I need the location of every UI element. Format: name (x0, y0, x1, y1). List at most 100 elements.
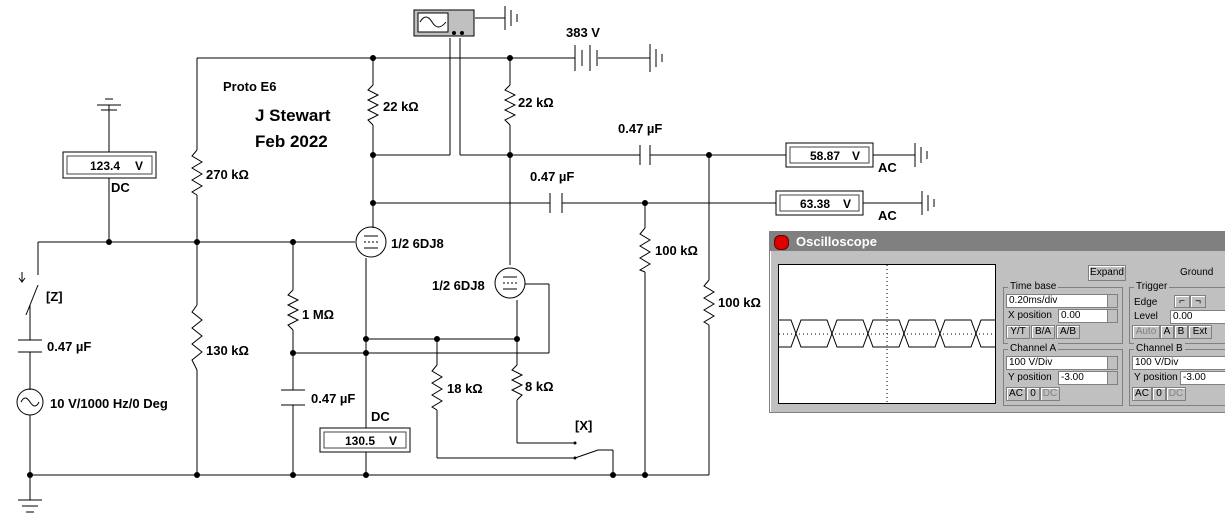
date-label: Feb 2022 (255, 132, 328, 151)
battery-symbol (570, 45, 598, 71)
resistor-r-load1 (638, 227, 651, 273)
timebase-label: Time base (1008, 281, 1059, 292)
resistor-r-cathode1 (431, 364, 443, 411)
r-bias-bot-label: 130 kΩ (206, 343, 249, 358)
meter-2-mode: AC (878, 160, 897, 175)
c-out2-label: 0.47 µF (530, 169, 574, 184)
capacitor-c-out2 (549, 193, 563, 213)
ground-meter1 (97, 98, 121, 111)
battery-label: 383 V (566, 25, 600, 40)
edge-falling-button[interactable]: ¬ (1190, 295, 1206, 308)
level-field[interactable]: 0.00 (1170, 310, 1225, 324)
meter-3[interactable]: 63.38 V (775, 190, 864, 216)
xpos-spinner[interactable] (1107, 309, 1118, 323)
channel-b-scale-field[interactable]: 100 V/Div (1132, 356, 1225, 370)
ac-source-symbol (16, 388, 44, 416)
ground-symbols (18, 6, 935, 513)
trace-a (779, 319, 995, 348)
channel-a-ypos-spinner[interactable] (1107, 371, 1118, 385)
ground-label: Ground (1180, 267, 1214, 278)
channel-b-ypos-label: Y position (1134, 372, 1178, 383)
timebase-spinner[interactable] (1107, 294, 1118, 308)
ac-source-label: 10 V/1000 Hz/0 Deg (50, 396, 168, 411)
oscilloscope-screen (778, 264, 996, 404)
oscilloscope-title-bar[interactable]: Oscilloscope (770, 232, 1225, 251)
channel-a-zero-button[interactable]: 0 (1026, 387, 1040, 401)
channel-a-ac-button[interactable]: AC (1006, 387, 1026, 401)
oscilloscope-app-icon (774, 235, 789, 250)
channel-a-scale-spinner[interactable] (1107, 356, 1118, 370)
capacitor-c-grid (281, 389, 305, 406)
resistor-r-plate2 (503, 84, 517, 126)
wires (25, 17, 922, 500)
channel-b-zero-button[interactable]: 0 (1152, 387, 1166, 401)
trace-b (779, 319, 995, 348)
meter-1[interactable]: 123.4 V (62, 151, 157, 179)
r-plate2-label: 22 kΩ (518, 95, 554, 110)
tube-1-symbol (355, 226, 387, 258)
expand-button[interactable]: Expand (1088, 265, 1126, 281)
oscilloscope-icon[interactable] (413, 9, 475, 37)
channel-b-ypos-field[interactable]: -3.00 (1180, 371, 1225, 385)
mode-ba-button[interactable]: B/A (1031, 325, 1055, 339)
channel-a-group: Channel A (1003, 343, 1123, 406)
channel-a-ypos-field[interactable]: -3.00 (1058, 371, 1110, 385)
trigger-a-button[interactable]: A (1160, 325, 1174, 339)
resistor-r-grid (286, 289, 300, 331)
channel-b-ac-button[interactable]: AC (1132, 387, 1152, 401)
junctions (27, 55, 712, 478)
meter-4[interactable]: 130.5 V (319, 427, 411, 453)
channel-b-label: Channel B (1134, 343, 1185, 354)
meter-2[interactable]: 58.87 V (785, 142, 874, 168)
meter-4-value: 130.5 (345, 434, 375, 448)
meter-3-unit: V (843, 197, 851, 211)
resistor-r-plate1 (366, 84, 380, 126)
capacitor-c-in (18, 339, 42, 353)
switch-z-label[interactable]: [Z] (46, 289, 63, 304)
r-cathode2-label: 8 kΩ (525, 379, 554, 394)
mode-ab-button[interactable]: A/B (1056, 325, 1080, 339)
resistor-r-bias-bot (191, 304, 203, 371)
channel-a-ypos-label: Y position (1008, 372, 1052, 383)
switch-x-symbol (573, 441, 577, 460)
tube-2-label: 1/2 6DJ8 (432, 278, 485, 293)
channel-a-label: Channel A (1008, 343, 1059, 354)
meter-3-mode: AC (878, 208, 897, 223)
edge-rising-button[interactable]: ⌐ (1174, 295, 1190, 308)
trigger-auto-button[interactable]: Auto (1132, 325, 1160, 339)
meter-3-value: 63.38 (800, 197, 830, 211)
meter-1-value: 123.4 (90, 159, 120, 173)
trigger-label: Trigger (1134, 281, 1170, 292)
c-in-label: 0.47 µF (47, 339, 91, 354)
ground-scope (504, 6, 518, 30)
r-plate1-label: 22 kΩ (383, 99, 419, 114)
ground-battery (649, 44, 663, 72)
switch-x-label[interactable]: [X] (575, 418, 592, 433)
trigger-b-button[interactable]: B (1174, 325, 1188, 339)
edge-label: Edge (1134, 297, 1158, 308)
timebase-group: Time base (1003, 281, 1123, 344)
ground-meter2 (914, 143, 928, 167)
meter-1-mode: DC (111, 180, 130, 195)
level-label: Level (1134, 311, 1158, 322)
meter-2-unit: V (852, 149, 860, 163)
mode-yt-button[interactable]: Y/T (1006, 325, 1030, 339)
channel-b-dc-button[interactable]: DC (1166, 387, 1186, 401)
r-load2-label: 100 kΩ (718, 295, 761, 310)
xpos-label: X position (1008, 310, 1052, 321)
oscilloscope-window[interactable]: Oscilloscope Expand Ground Time base 0.2… (769, 231, 1225, 413)
switch-z-symbol (18, 272, 26, 283)
meter-4-mode: DC (371, 409, 390, 424)
r-bias-top-label: 270 kΩ (206, 167, 249, 182)
channel-a-dc-button[interactable]: DC (1040, 387, 1060, 401)
timebase-field[interactable]: 0.20ms/div (1006, 294, 1110, 308)
capacitors (18, 145, 651, 406)
tube-2-symbol (494, 267, 526, 299)
xpos-field[interactable]: 0.00 (1058, 309, 1110, 323)
tube-1-label: 1/2 6DJ8 (391, 236, 444, 251)
trigger-ext-button[interactable]: Ext (1188, 325, 1212, 339)
meter-1-unit: V (135, 159, 143, 173)
r-grid-label: 1 MΩ (302, 307, 334, 322)
channel-a-scale-field[interactable]: 100 V/Div (1006, 356, 1110, 370)
meter-2-value: 58.87 (810, 149, 840, 163)
